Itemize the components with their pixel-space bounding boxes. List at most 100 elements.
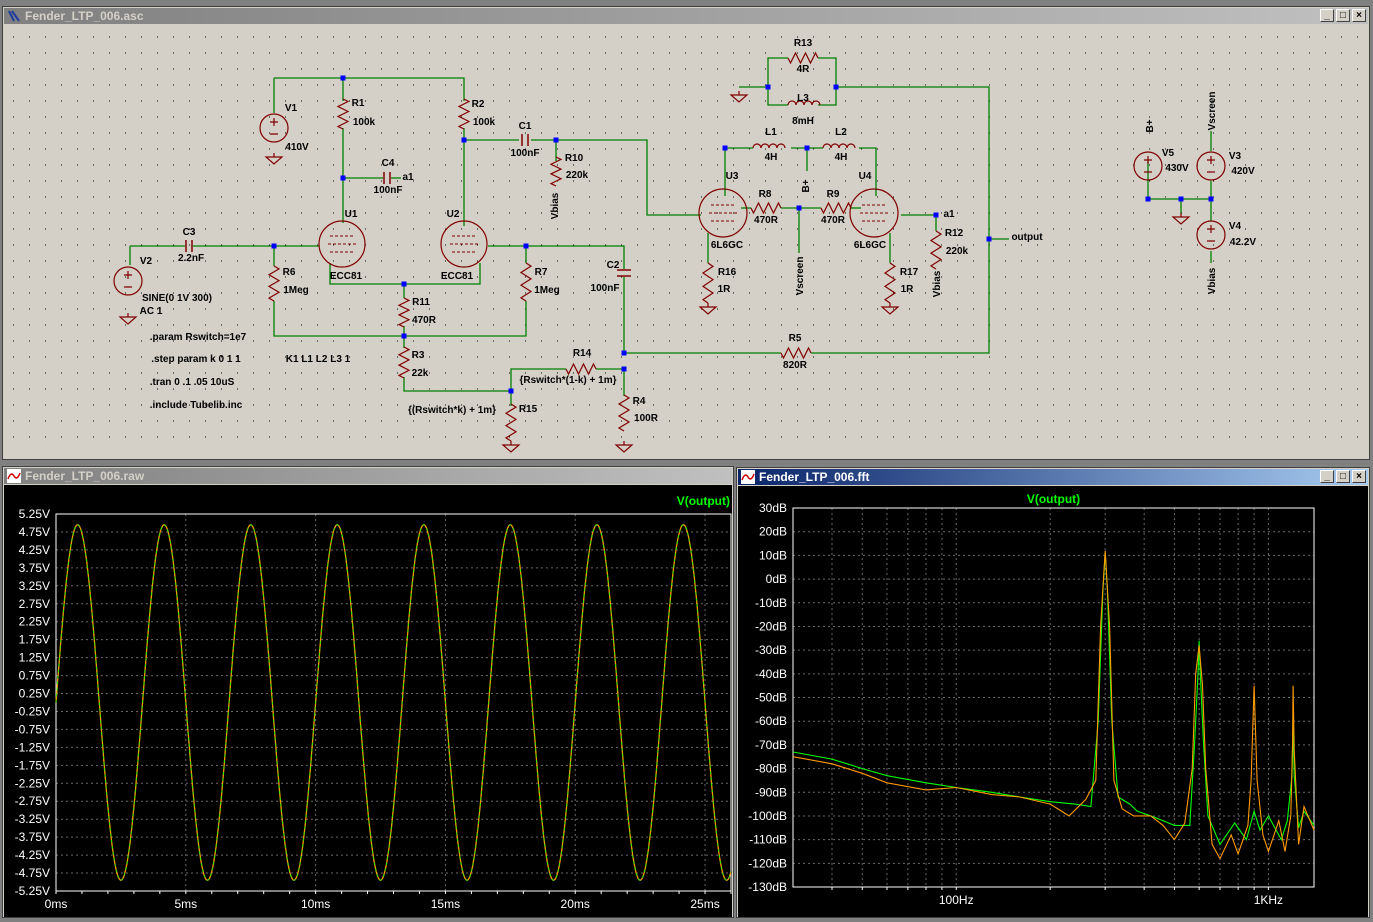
fft-titlebar[interactable]: Fender_LTP_006.fft _ □ × — [738, 469, 1368, 485]
resistor-R12[interactable] — [929, 230, 943, 270]
resistor-R9[interactable] — [820, 201, 852, 215]
wire[interactable] — [818, 87, 837, 106]
junction — [401, 333, 407, 339]
resistor-R3[interactable] — [397, 346, 411, 379]
schematic-titlebar[interactable]: Fender_LTP_006.asc _ □ × — [4, 8, 1368, 24]
resistor-R1[interactable] — [336, 98, 350, 130]
y-tick-label: 5.25V — [19, 507, 50, 521]
fft-chart[interactable]: 30dB20dB10dB0dB-10dB-20dB-30dB-40dB-50dB… — [738, 486, 1368, 917]
resistor-R7[interactable] — [519, 262, 533, 302]
inductor-L1[interactable] — [752, 143, 786, 149]
maximize-button[interactable]: □ — [1336, 470, 1350, 483]
minimize-button[interactable]: _ — [1320, 9, 1334, 22]
trace-orange — [55, 524, 732, 881]
inductor-L3[interactable] — [787, 100, 821, 106]
wire[interactable] — [859, 147, 877, 196]
resistor-R17[interactable] — [883, 262, 897, 304]
schematic-label: R7 — [535, 267, 548, 278]
capacitor-C4[interactable] — [383, 172, 391, 184]
y-tick-label: 30dB — [759, 501, 787, 515]
schematic-label: 470R — [754, 215, 779, 226]
tube-U4-grid — [860, 204, 888, 222]
capacitor-C3[interactable] — [185, 240, 193, 252]
ground-symbol — [729, 91, 749, 103]
schematic-label: 100nF — [374, 185, 403, 196]
y-tick-label: 1.25V — [19, 651, 50, 665]
y-tick-label: -4.25V — [15, 848, 50, 862]
schematic-label: output — [1011, 232, 1043, 243]
close-button[interactable]: × — [1352, 9, 1366, 22]
net-label: Vbias — [550, 192, 561, 219]
wire[interactable] — [811, 86, 990, 354]
capacitor-C2[interactable] — [617, 269, 631, 277]
transient-chart[interactable]: 5.25V4.75V4.25V3.75V3.25V2.75V2.25V1.75V… — [4, 485, 732, 917]
x-tick-label: 15ms — [431, 897, 460, 911]
x-tick-label: 1KHz — [1254, 893, 1283, 907]
wire[interactable] — [273, 301, 527, 337]
tube-U1-grid — [328, 235, 356, 253]
x-tick-label: 0ms — [45, 897, 68, 911]
wire[interactable] — [901, 214, 937, 231]
voltage-source-V4[interactable] — [1196, 220, 1226, 250]
tube-U2[interactable] — [440, 220, 488, 268]
resistor-R10[interactable] — [549, 156, 563, 187]
schematic-app-icon — [8, 10, 20, 22]
schematic-label: 6L6GC — [711, 240, 743, 251]
minimize-button[interactable]: _ — [1320, 470, 1334, 483]
x-tick-label: 5ms — [174, 897, 197, 911]
tube-U3[interactable] — [698, 188, 748, 238]
resistor-R8[interactable] — [750, 201, 782, 215]
voltage-source-V2[interactable] — [113, 266, 143, 296]
resistor-R5[interactable] — [780, 346, 812, 360]
resistor-R15[interactable] — [504, 403, 518, 442]
inductor-L2[interactable] — [822, 143, 856, 149]
tube-U2-grid — [450, 235, 478, 253]
schematic-label: 420V — [1231, 166, 1255, 177]
schematic-label: V4 — [1229, 221, 1242, 232]
schematic-label: 100R — [634, 413, 659, 424]
schematic-label: R3 — [412, 350, 425, 361]
maximize-button[interactable]: □ — [1336, 9, 1350, 22]
resistor-R6[interactable] — [267, 265, 281, 302]
resistor-R11[interactable] — [397, 297, 411, 328]
ground-symbol — [501, 441, 521, 453]
capacitor-C1[interactable] — [521, 134, 529, 146]
resistor-R14[interactable] — [565, 362, 597, 376]
wire[interactable] — [488, 245, 625, 269]
wire[interactable] — [623, 277, 781, 354]
schematic-label: 4H — [765, 152, 778, 163]
wire[interactable] — [510, 368, 566, 391]
tube-U1[interactable] — [318, 220, 366, 268]
close-button[interactable]: × — [1352, 470, 1366, 483]
schematic-label: C4 — [382, 158, 395, 169]
schematic-label: R14 — [573, 348, 592, 359]
resistor-R16[interactable] — [701, 262, 715, 304]
fft-trace-0 — [792, 552, 1315, 846]
wire[interactable] — [767, 87, 788, 106]
resistor-R2[interactable] — [457, 98, 471, 130]
net-label: B+ — [1145, 119, 1156, 132]
resistor-R13[interactable] — [787, 51, 819, 65]
wire[interactable] — [531, 139, 701, 216]
voltage-source-V3[interactable] — [1196, 151, 1226, 181]
ground-symbol — [880, 303, 900, 315]
resistor-R4[interactable] — [617, 394, 631, 432]
wire[interactable] — [767, 57, 788, 87]
wire[interactable] — [403, 377, 512, 406]
transient-titlebar[interactable]: Fender_LTP_006.raw — [4, 468, 732, 484]
wire[interactable] — [274, 77, 465, 101]
tube-U4[interactable] — [849, 188, 899, 238]
schematic-label: R4 — [633, 396, 646, 407]
junction — [796, 205, 802, 211]
voltage-source-V1[interactable] — [259, 113, 289, 143]
voltage-source-V5[interactable] — [1133, 151, 1163, 181]
wire[interactable] — [818, 57, 837, 87]
